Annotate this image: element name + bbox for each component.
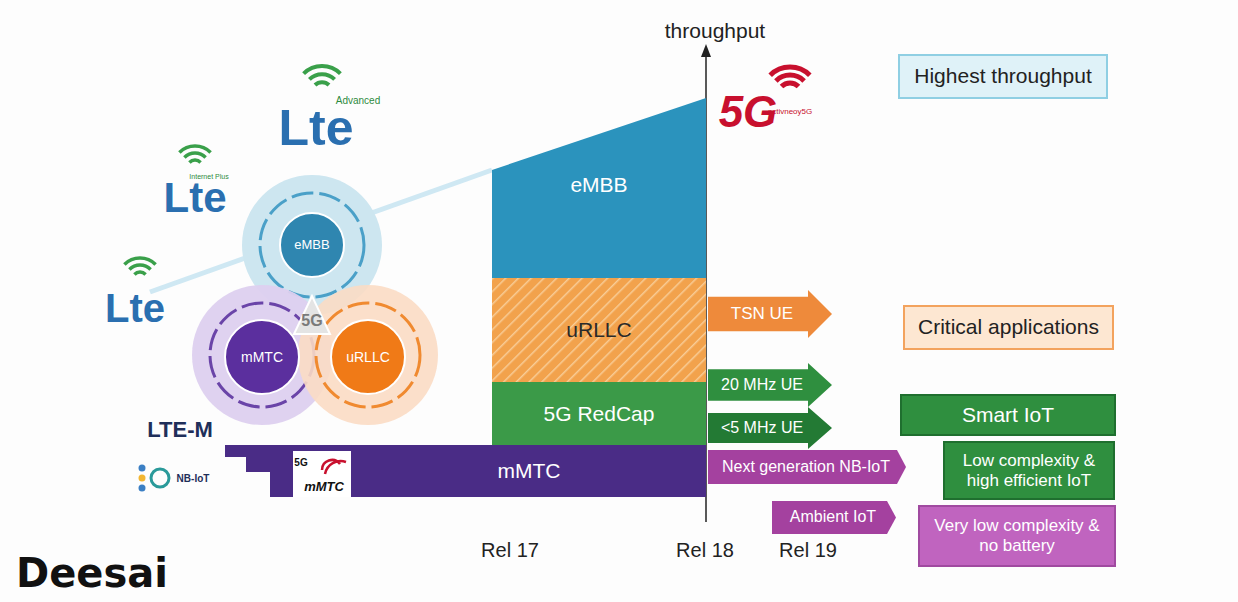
node-text: mMTC bbox=[241, 349, 283, 365]
nbiot-dot bbox=[139, 465, 146, 472]
urllc-ring bbox=[316, 303, 420, 407]
node-outline bbox=[708, 450, 906, 484]
center-triangle bbox=[294, 296, 330, 334]
axis-label: throughput bbox=[665, 20, 765, 41]
category-box: Low complexity & high efficient IoT bbox=[943, 441, 1115, 500]
embb-disk: eMBB bbox=[279, 212, 345, 278]
signal-arcs bbox=[322, 460, 346, 474]
tsn-arrow: TSN UE bbox=[708, 290, 832, 338]
triangle-label: 5G bbox=[301, 313, 322, 329]
redcap-band: 5G RedCap bbox=[492, 382, 706, 446]
node-text: Very low complexity & no battery bbox=[924, 516, 1110, 555]
category-box: Critical applications bbox=[903, 305, 1114, 350]
node-text: Smart IoT bbox=[962, 403, 1054, 427]
urllc-disk: uRLLC bbox=[330, 319, 406, 395]
node-text: mMTC bbox=[498, 459, 561, 483]
mmtc-steps bbox=[225, 445, 356, 497]
node-outline bbox=[708, 290, 832, 338]
category-box: Smart IoT bbox=[900, 394, 1116, 436]
ambient-arrow: Ambient IoT bbox=[772, 501, 896, 534]
node-outline bbox=[492, 98, 706, 278]
node-text: TSN UE bbox=[731, 304, 793, 324]
nbiot-dot bbox=[139, 485, 146, 492]
logo-text: LTE-M bbox=[147, 419, 213, 441]
axis-arrowhead bbox=[701, 44, 711, 57]
node-text: Next generation NB-IoT bbox=[722, 458, 890, 476]
release-label: Rel 18 bbox=[676, 540, 734, 560]
embb-band: eMBB bbox=[492, 98, 706, 278]
node-outline bbox=[492, 382, 706, 446]
node-text: uRLLC bbox=[346, 349, 390, 365]
nbiot-dot bbox=[139, 475, 146, 482]
logo-text: NB-IoT bbox=[177, 474, 210, 484]
redcap-arrow: 20 MHz UE bbox=[708, 363, 832, 407]
node-text: uRLLC bbox=[566, 318, 631, 342]
mmtc-disk: mMTC bbox=[224, 319, 300, 395]
node-outline bbox=[708, 363, 832, 407]
node-text: Low complexity & high efficient IoT bbox=[949, 451, 1109, 490]
node-text: <5 MHz UE bbox=[721, 419, 803, 437]
nbiot-arrow: Next generation NB-IoT bbox=[708, 450, 906, 484]
signal-arcs bbox=[770, 67, 810, 87]
node-text: Ambient IoT bbox=[790, 508, 876, 526]
nbiot-ring bbox=[151, 469, 169, 487]
logo-text: mMTC bbox=[304, 480, 344, 493]
logo-text: 5G bbox=[294, 458, 307, 468]
node-outline bbox=[708, 407, 832, 449]
node-text: Critical applications bbox=[918, 315, 1099, 339]
node-outline bbox=[772, 501, 896, 534]
mmtc-logo-box bbox=[293, 451, 351, 497]
logo-text: Lte bbox=[279, 103, 354, 153]
mmtc-band: mMTC bbox=[352, 445, 706, 497]
logo-text: Lte bbox=[164, 177, 227, 219]
category-box: Very low complexity & no battery bbox=[918, 505, 1116, 567]
release-label: Rel 17 bbox=[481, 540, 539, 560]
node-text: 20 MHz UE bbox=[721, 376, 803, 394]
watermark: Deesai bbox=[16, 553, 168, 593]
signal-arcs bbox=[179, 146, 210, 162]
signal-arcs bbox=[124, 258, 155, 274]
node-text: eMBB bbox=[570, 173, 627, 197]
category-box: Highest throughput bbox=[898, 54, 1108, 99]
embb-ring bbox=[260, 193, 364, 297]
urllc-band: uRLLC bbox=[492, 278, 706, 382]
urllc-circle bbox=[298, 285, 438, 425]
logo-text: Lte bbox=[105, 288, 165, 328]
node-text: eMBB bbox=[294, 238, 329, 253]
node-text: Highest throughput bbox=[914, 64, 1091, 88]
node-outline bbox=[492, 278, 706, 382]
node-text: 5G RedCap bbox=[544, 402, 655, 426]
redcap-arrow: <5 MHz UE bbox=[708, 407, 832, 449]
mmtc-ring bbox=[210, 303, 314, 407]
node-outline bbox=[352, 445, 706, 497]
signal-arcs bbox=[304, 66, 341, 85]
release-label: Rel 19 bbox=[779, 540, 837, 560]
logo-text: activneoy5G bbox=[768, 108, 812, 116]
